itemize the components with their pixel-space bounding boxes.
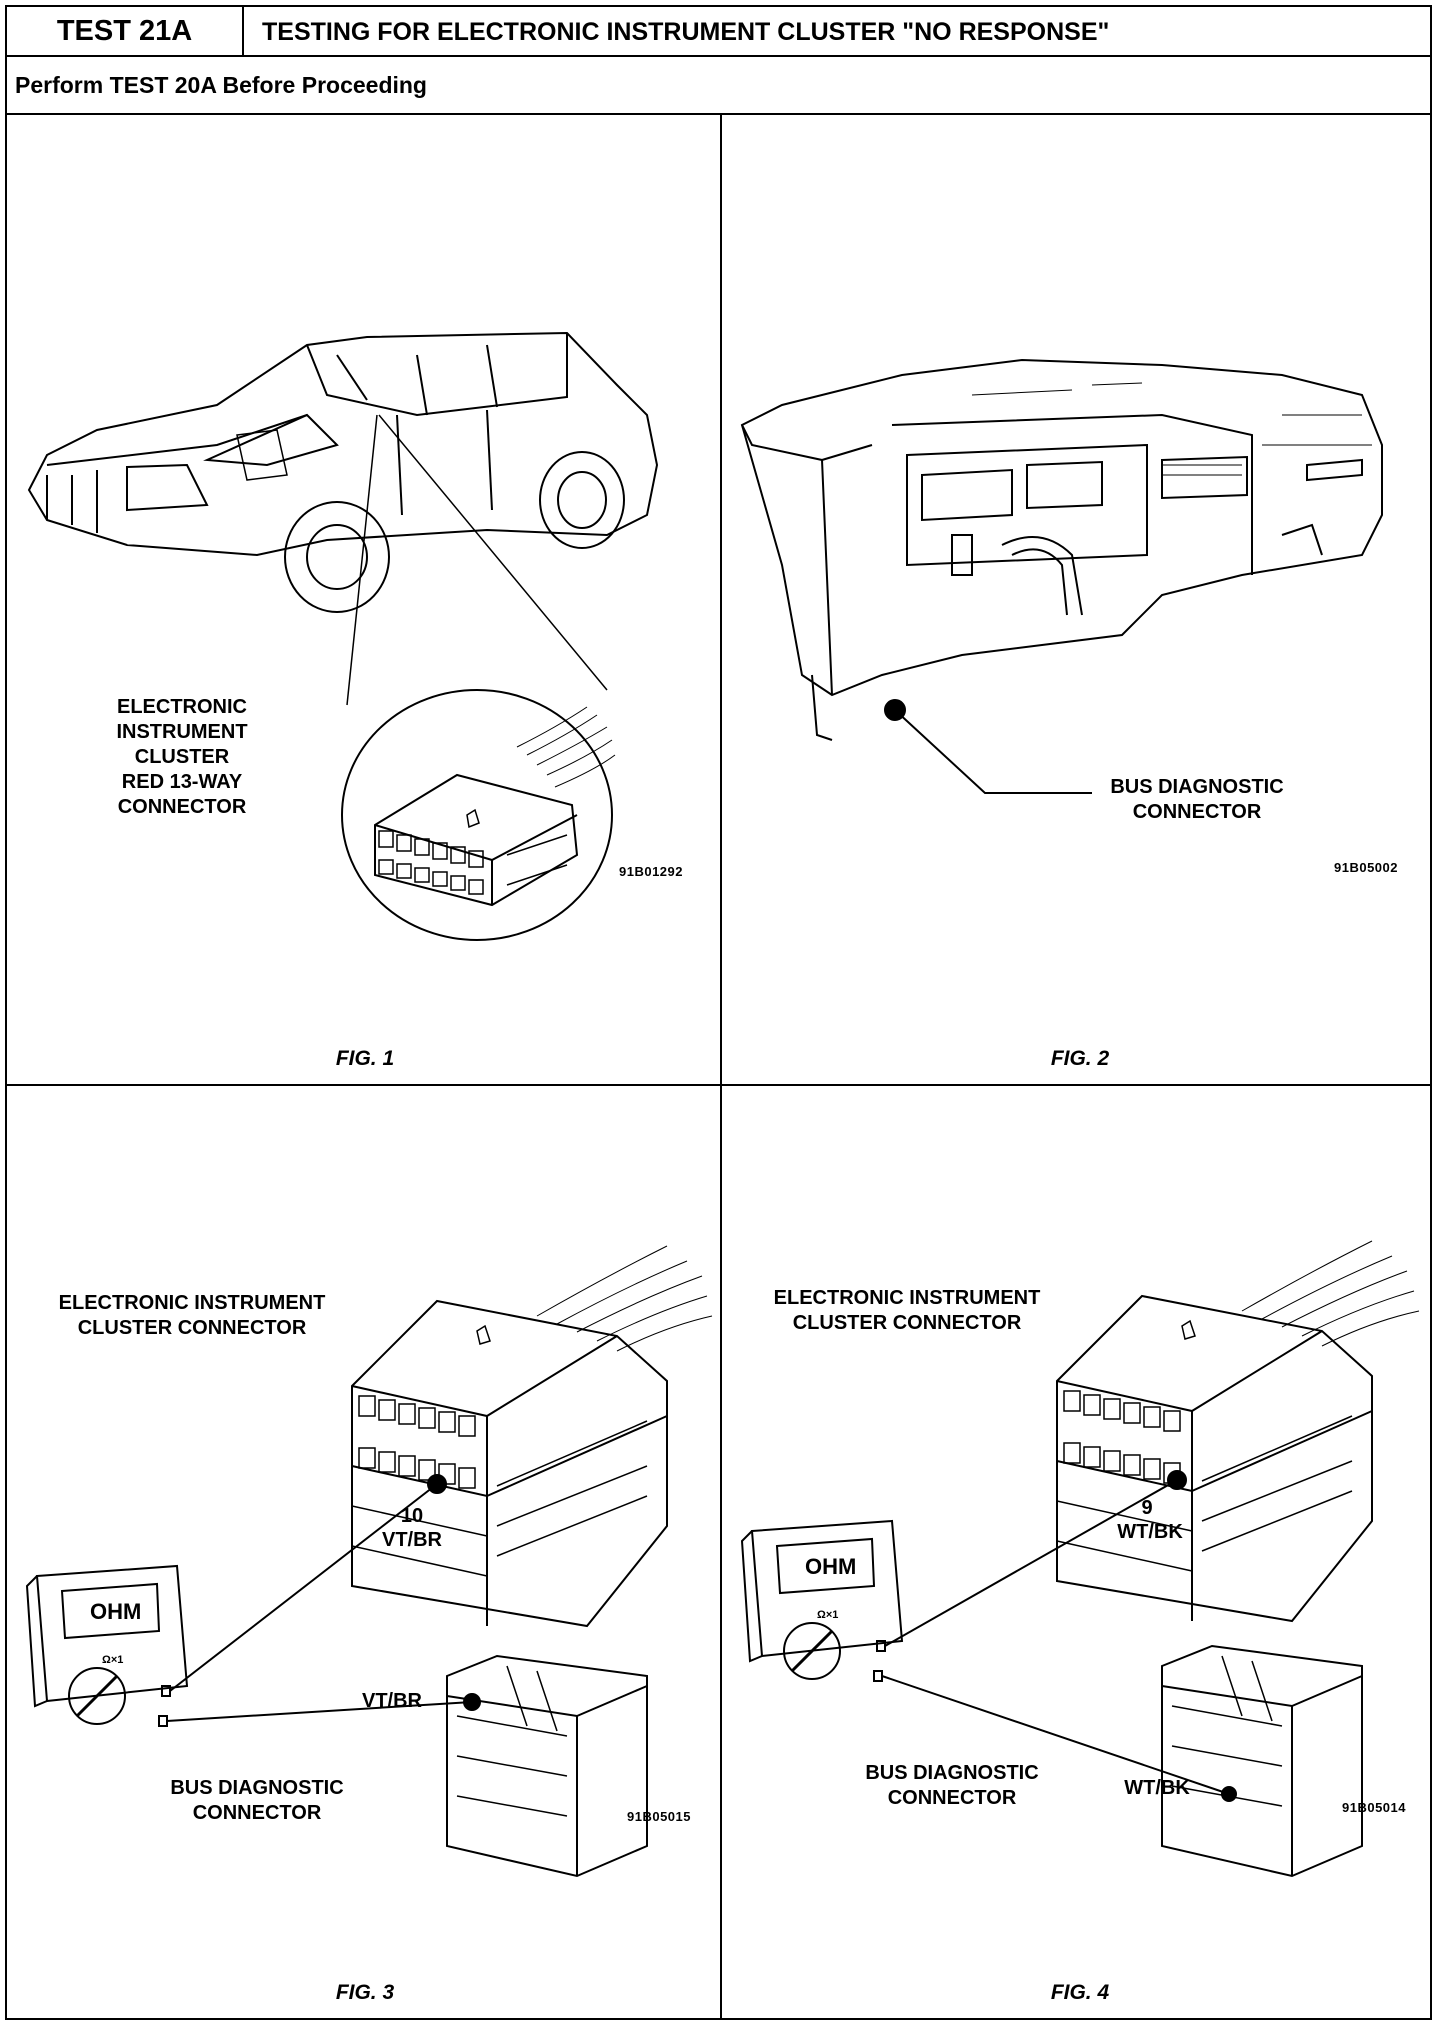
figure-3-panel: OHM Ω×1 ELECTRONIC INSTRUMENT CLUSTER CO… [7,1086,720,2018]
figure-2-code: 91B05002 [1334,860,1398,875]
test-sheet: TEST 21A TESTING FOR ELECTRONIC INSTRUME… [5,5,1432,2020]
figure-4-meter-range: Ω×1 [817,1609,838,1621]
figure-3-bus-label: BUS DIAGNOSTIC CONNECTOR [170,1777,344,1824]
figure-4-panel: OHM Ω×1 ELECTRONIC INSTRUMENT CLUSTER CO… [722,1086,1434,2018]
figure-1-caption: FIG. 1 [335,1047,395,1070]
ohmmeter-test-illustration-10: OHM Ω×1 [25,1245,713,1878]
figure-2-label: BUS DIAGNOSTIC CONNECTOR [1110,776,1284,823]
test-title: TESTING FOR ELECTRONIC INSTRUMENT CLUSTE… [262,18,1110,46]
figure-3-pin-number: 10 [400,1505,424,1527]
prerequisite-note: Perform TEST 20A Before Proceeding [15,72,427,98]
grid-rule-vertical [720,113,722,2018]
figure-1-label: ELECTRONIC INSTRUMENT CLUSTER RED 13-WAY… [116,696,248,818]
figure-3-meter-range: Ω×1 [102,1654,123,1666]
figure-4-pin-wire: WT/BK [1117,1521,1183,1543]
figure-4-bus-label: BUS DIAGNOSTIC CONNECTOR [865,1762,1039,1809]
figure-4-cluster-label: ELECTRONIC INSTRUMENT CLUSTER CONNECTOR [773,1287,1041,1334]
figure-3-bus-wire: VT/BR [362,1690,422,1712]
figure-4-code: 91B05014 [1342,1800,1406,1815]
figure-3-pin-wire: VT/BR [382,1529,442,1551]
figure-1-panel: ELECTRONIC INSTRUMENT CLUSTER RED 13-WAY… [7,115,720,1084]
figure-3-cluster-label: ELECTRONIC INSTRUMENT CLUSTER CONNECTOR [58,1292,326,1339]
grid-rule-middle [7,1084,1430,1086]
figure-2-panel: BUS DIAGNOSTIC CONNECTOR 91B05002 FIG. 2 [722,115,1434,1084]
figure-4-caption: FIG. 4 [1050,1981,1110,2004]
car-illustration [27,331,659,941]
figure-3-meter-display: OHM [90,1599,141,1624]
figure-4-pin-number: 9 [1141,1497,1153,1519]
figure-3-code: 91B05015 [627,1809,691,1824]
grid-rule-top [7,113,1430,115]
figure-4-bus-wire: WT/BK [1124,1777,1190,1799]
dashboard-illustration [740,358,1383,794]
figure-1-code: 91B01292 [619,864,683,879]
header-bar: TEST 21A TESTING FOR ELECTRONIC INSTRUME… [7,7,1430,57]
figure-4-meter-display: OHM [805,1554,856,1579]
ohmmeter-test-illustration-9: OHM Ω×1 [740,1240,1420,1878]
figure-2-caption: FIG. 2 [1050,1047,1110,1070]
figure-3-caption: FIG. 3 [335,1981,395,2004]
test-id: TEST 21A [7,7,244,55]
